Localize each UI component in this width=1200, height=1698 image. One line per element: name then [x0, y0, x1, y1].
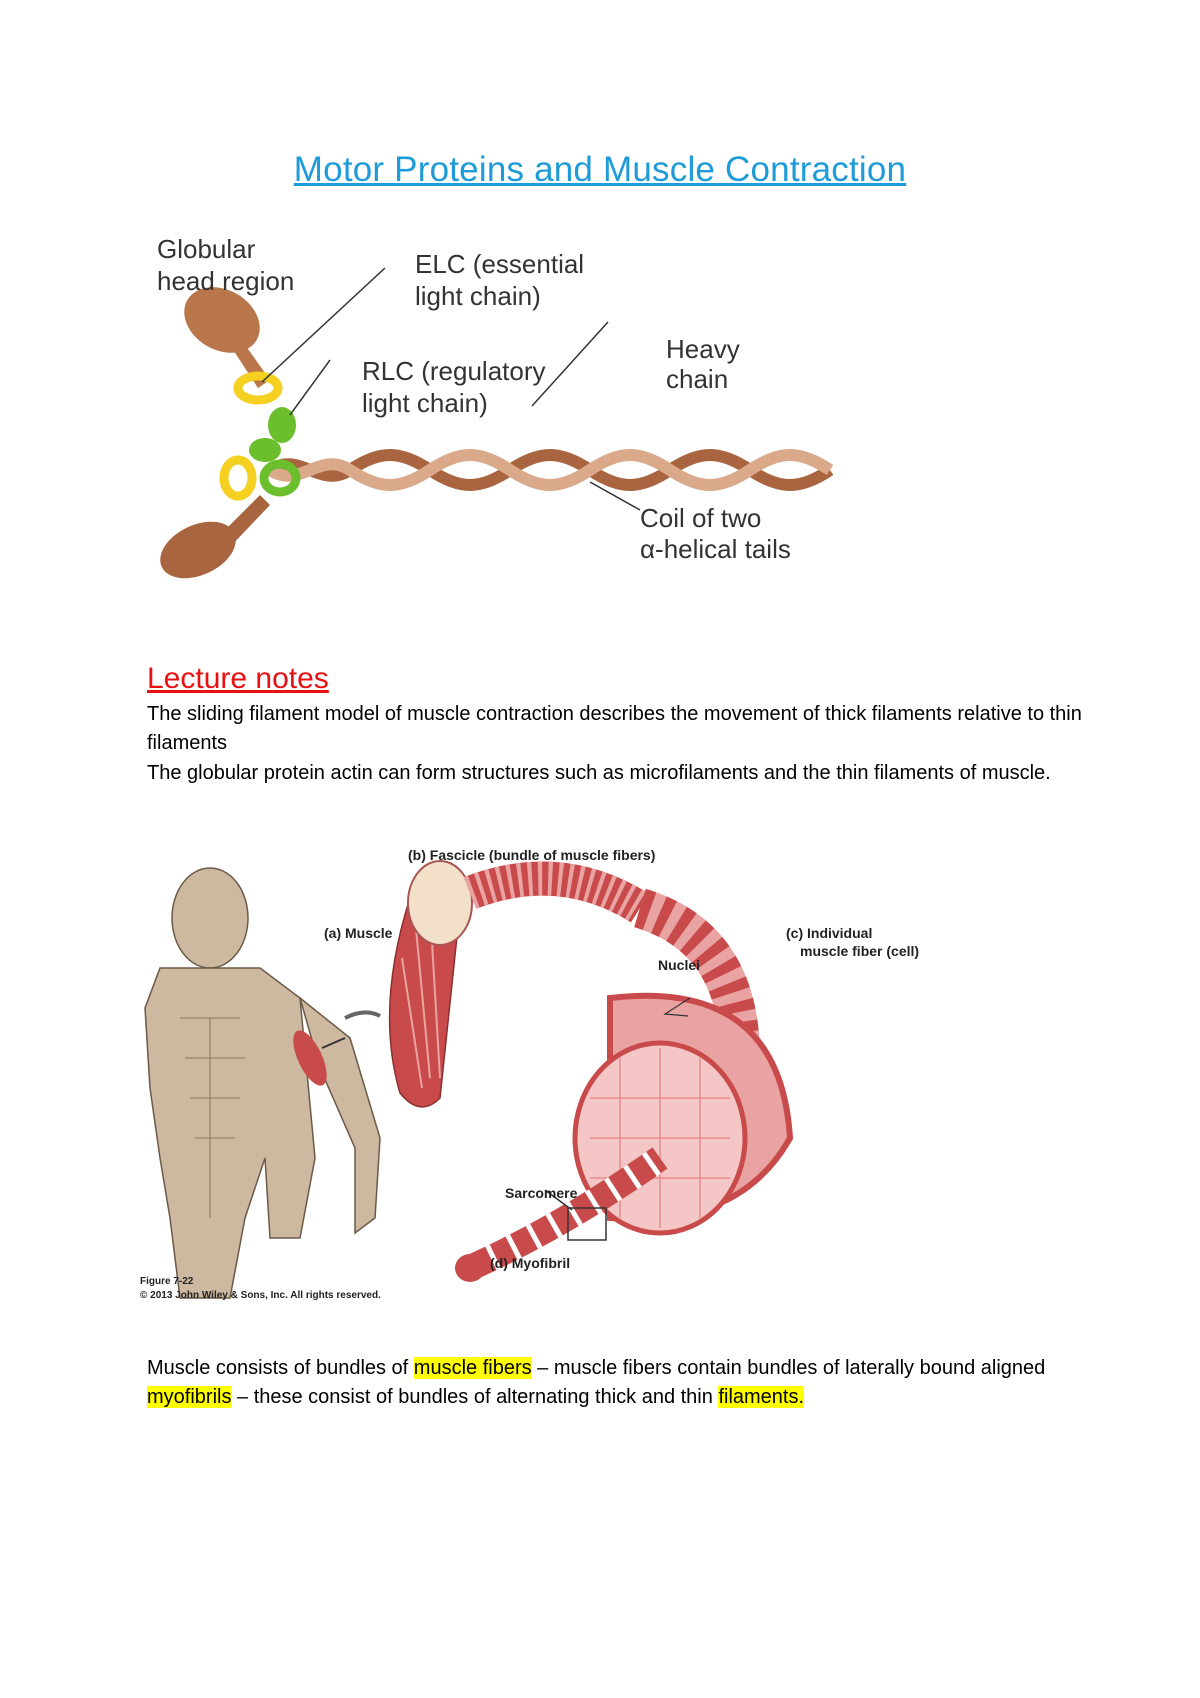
label-fiber-2: muscle fiber (cell): [800, 943, 919, 959]
highlight-muscle-fibers: muscle fibers: [413, 1357, 532, 1379]
label-elc-2: light chain): [415, 281, 541, 311]
lower-head-neck: [220, 495, 270, 547]
page-title: Motor Proteins and Muscle Contraction: [293, 150, 907, 189]
muscle-structure-figure: (b) Fascicle (bundle of muscle fibers) (…: [140, 847, 919, 1301]
rlc-middle: [249, 438, 281, 462]
label-muscle: (a) Muscle: [324, 925, 393, 941]
lower-globular-head: [160, 521, 236, 579]
label-rlc-1: RLC (regulatory: [362, 356, 546, 386]
summary-text-1: Muscle consists of bundles of: [147, 1357, 414, 1379]
highlight-filaments: filaments.: [718, 1386, 805, 1408]
lecture-notes-heading: Lecture notes: [147, 662, 329, 695]
rlc-leader-line: [289, 359, 331, 416]
label-fascicle: (b) Fascicle (bundle of muscle fibers): [408, 847, 655, 863]
label-coil-2: α-helical tails: [640, 534, 791, 564]
label-sarcomere: Sarcomere: [505, 1185, 578, 1201]
myosin-structure-figure: Globular head region ELC (essential ligh…: [157, 234, 834, 579]
rlc-lower: [259, 459, 301, 497]
sarcomere-box: [567, 1207, 607, 1241]
label-nuclei: Nuclei: [658, 957, 700, 973]
summary-text-2: – muscle fibers contain bundles of later…: [531, 1357, 1046, 1379]
label-elc-1: ELC (essential: [415, 249, 584, 279]
coil-leader-line: [589, 481, 641, 511]
summary-paragraph: Muscle consists of bundles of muscle fib…: [147, 1354, 1087, 1412]
figure-caption: Figure 7-22: [140, 1276, 194, 1287]
nuclei-pointer: [663, 997, 691, 1017]
upper-globular-head: [184, 287, 260, 353]
elc-upper: [233, 371, 283, 405]
muscle-arrow: [344, 1010, 381, 1020]
label-heavy-2: chain: [666, 364, 728, 394]
elc-lower: [219, 455, 257, 501]
label-myofibril: (d) Myofibril: [490, 1255, 570, 1271]
human-body-illustration: [144, 867, 381, 1299]
rlc-upper: [268, 407, 296, 443]
fascicle-cross-section: [407, 860, 473, 946]
label-coil-1: Coil of two: [640, 503, 761, 533]
lecture-paragraph-2: The globular protein actin can form stru…: [147, 762, 1051, 784]
label-globular-1: Globular: [157, 234, 256, 264]
coiled-tail: [266, 449, 834, 491]
heavy-chain-leader-line: [531, 321, 609, 407]
elc-leader-line: [261, 267, 386, 383]
summary-text-3: – these consist of bundles of alternatin…: [231, 1386, 719, 1408]
label-rlc-2: light chain): [362, 388, 488, 418]
highlight-myofibrils: myofibrils: [147, 1386, 232, 1408]
lecture-paragraph-1: The sliding filament model of muscle con…: [147, 703, 1082, 754]
figure-copyright: © 2013 John Wiley & Sons, Inc. All right…: [140, 1290, 381, 1301]
label-heavy-1: Heavy: [666, 334, 740, 364]
label-globular-2: head region: [157, 266, 294, 296]
label-fiber-1: (c) Individual: [786, 925, 872, 941]
